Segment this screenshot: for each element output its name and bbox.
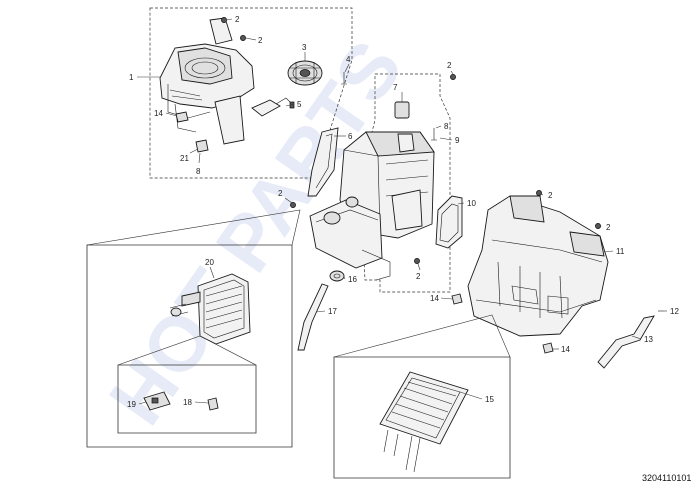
evaporator-case (309, 131, 435, 281)
callout-19: 19 (127, 400, 136, 409)
blower-housing (159, 17, 255, 145)
nut-2-case-top (450, 74, 456, 80)
evaporator-detail-frame (86, 244, 293, 448)
clip-14-heater-left (451, 293, 463, 305)
callout-2-case-bottom: 2 (416, 272, 421, 281)
blower-resistor (251, 97, 295, 117)
callout-2-heater-top: 2 (548, 191, 553, 200)
callout-15: 15 (485, 395, 494, 404)
bracket-13 (597, 315, 655, 369)
callout-3: 3 (302, 43, 307, 52)
screw-8-case (431, 128, 437, 141)
callout-11: 11 (616, 247, 625, 256)
callout-10: 10 (467, 199, 476, 208)
nut-2-heater-right (595, 223, 601, 229)
blower-group-outline (149, 7, 353, 179)
nut-2-blower (240, 35, 246, 41)
callout-4: 4 (346, 55, 351, 64)
expansion-valve-frame (117, 364, 257, 434)
callout-16: 16 (348, 275, 357, 284)
clip-14-blower (175, 111, 189, 123)
callout-17: 17 (328, 307, 337, 316)
callout-14-heater-bottom: 14 (561, 345, 570, 354)
heater-core-detail-frame (333, 356, 511, 479)
seal-6 (307, 127, 339, 197)
callout-2-top: 2 (235, 15, 240, 24)
bolt-18 (207, 397, 219, 411)
leader-lines (137, 18, 667, 405)
drain-hose-17 (297, 283, 329, 351)
actuator-7 (394, 101, 410, 119)
callout-14-blower: 14 (154, 109, 163, 118)
heater-core (379, 371, 469, 473)
callout-6: 6 (348, 132, 353, 141)
callout-20: 20 (205, 258, 214, 267)
callout-8-case: 8 (444, 122, 449, 131)
callout-2-case-left: 2 (278, 189, 283, 198)
expansion-valve-pointer (117, 335, 257, 366)
callout-9: 9 (455, 136, 460, 145)
screw-4 (341, 72, 347, 85)
evaporator-core (169, 273, 251, 345)
heater-case (467, 195, 609, 337)
callout-1: 1 (129, 73, 134, 82)
nut-2-heater-top (536, 190, 542, 196)
clip-21 (195, 139, 209, 153)
expansion-valve (143, 391, 171, 411)
callout-18: 18 (183, 398, 192, 407)
grommet-16 (329, 270, 345, 282)
callout-5: 5 (297, 100, 302, 109)
nut-2-case-left (290, 202, 296, 208)
seal-10 (435, 195, 463, 249)
evaporator-detail-pointer (86, 209, 301, 246)
heater-core-detail-pointer (333, 314, 511, 358)
diagram-code: 3204110101 (642, 473, 691, 483)
clip-14-heater-bottom (542, 342, 554, 354)
callout-12: 12 (670, 307, 679, 316)
callout-2-heater-right: 2 (606, 223, 611, 232)
blower-fan (287, 60, 323, 86)
callout-2-case-top: 2 (447, 61, 452, 70)
callout-21: 21 (180, 154, 189, 163)
callout-7: 7 (393, 83, 398, 92)
callout-14-heater-left: 14 (430, 294, 439, 303)
callout-13: 13 (644, 335, 653, 344)
callout-labels: 1 2 2 3 4 5 14 21 8 6 7 2 8 9 2 10 2 2 1… (127, 15, 679, 409)
callout-8-blower: 8 (196, 167, 201, 176)
callout-2-blower: 2 (258, 36, 263, 45)
nut-2-case-bottom (414, 258, 420, 264)
nut-2-top (221, 17, 227, 23)
